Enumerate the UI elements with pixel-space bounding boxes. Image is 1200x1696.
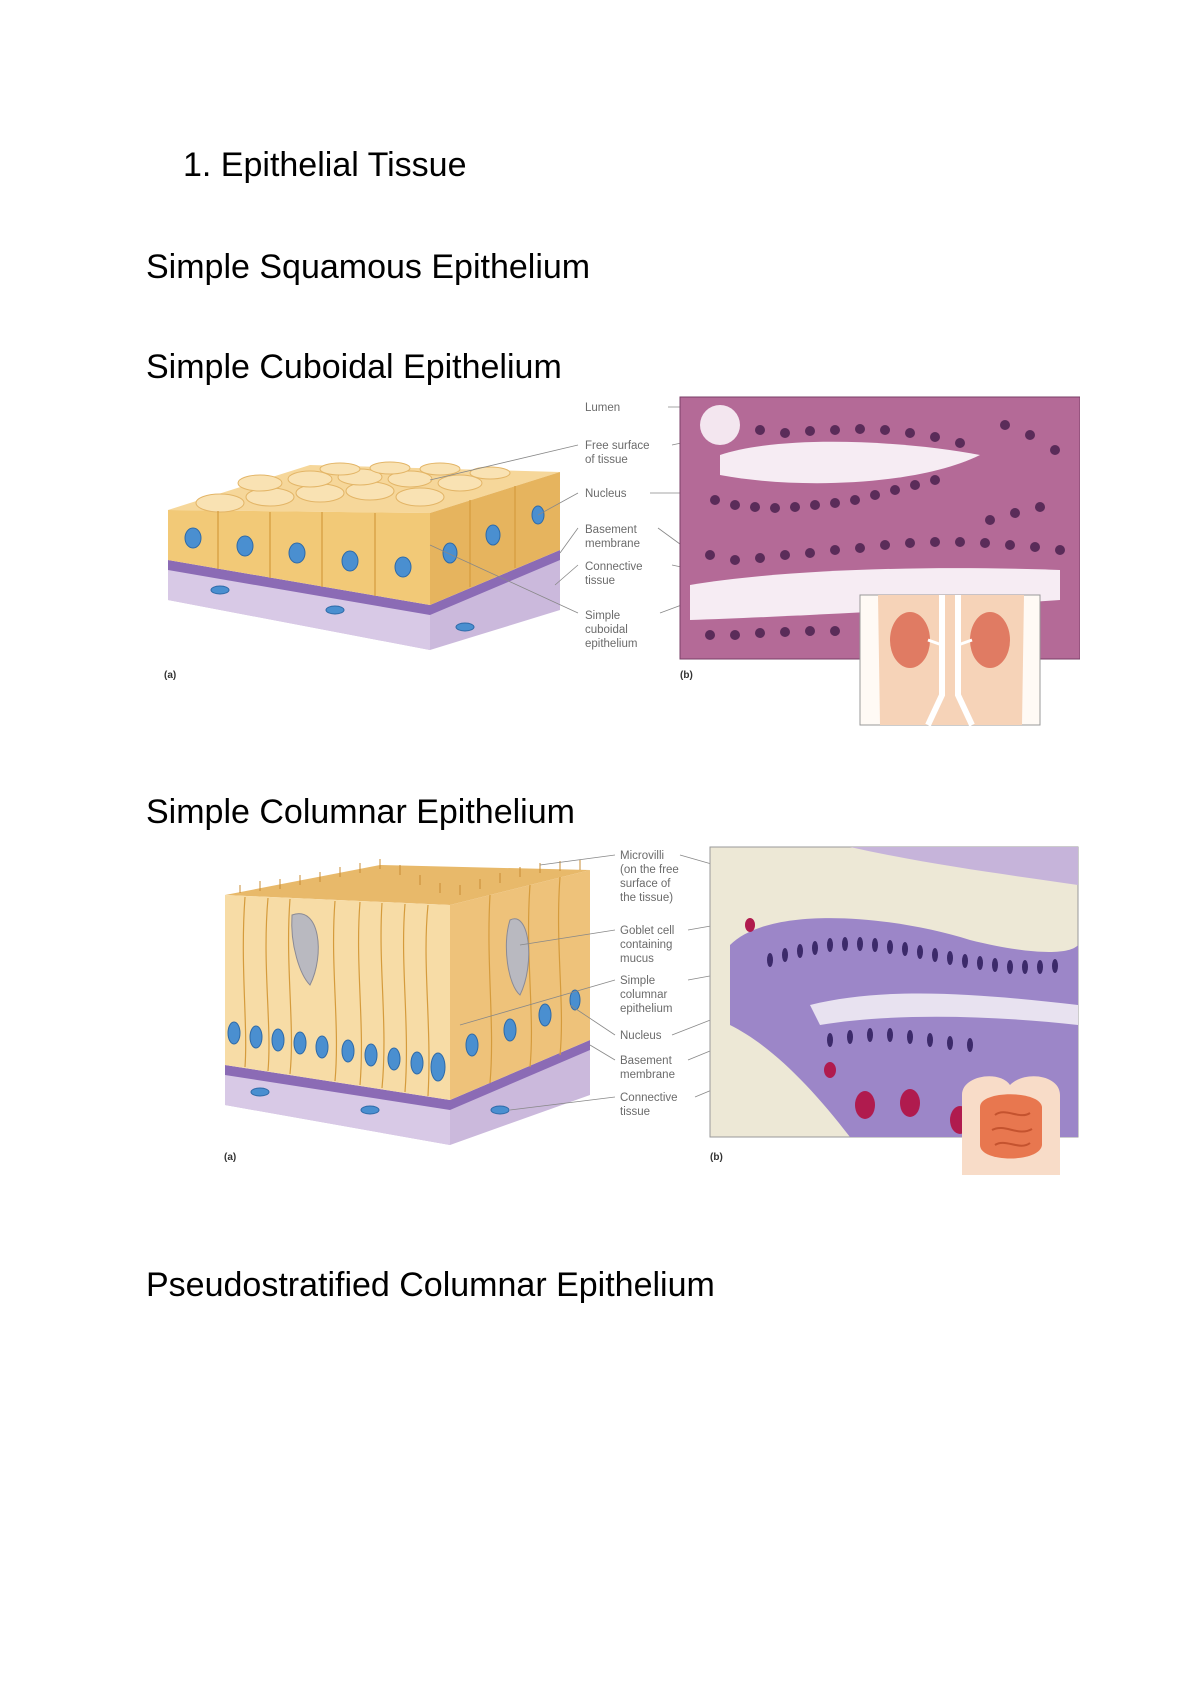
label-connective-tissue: Connective <box>585 561 643 573</box>
section-heading-pseudostratified: Pseudostratified Columnar Epithelium <box>146 1266 715 1304</box>
label-basement-membrane-columnar: Basement <box>620 1055 673 1067</box>
label-simple-cuboidal: Simple <box>585 610 620 622</box>
label-goblet-cell-2: containing <box>620 939 672 951</box>
columnar-micrograph <box>709 846 1079 1175</box>
section-heading-squamous: Simple Squamous Epithelium <box>146 248 591 286</box>
section-heading-cuboidal: Simple Cuboidal Epithelium <box>146 348 562 386</box>
label-lumen: Lumen <box>585 402 620 414</box>
label-microvilli-4: the tissue) <box>620 892 673 904</box>
cuboidal-diagram <box>168 461 560 650</box>
label-connective-tissue-2: tissue <box>585 575 615 587</box>
label-connective-tissue-columnar: Connective <box>620 1092 678 1104</box>
label-basement-membrane: Basement <box>585 524 638 536</box>
label-microvilli: Microvilli <box>620 850 664 862</box>
label-simple-columnar-2: columnar <box>620 989 667 1001</box>
label-goblet-cell-3: mucus <box>620 953 654 965</box>
label-simple-cuboidal-2: cuboidal <box>585 624 628 636</box>
label-free-surface: Free surface <box>585 440 650 452</box>
label-goblet-cell: Goblet cell <box>620 925 674 937</box>
label-simple-cuboidal-3: epithelium <box>585 638 637 650</box>
columnar-epithelium-figure: (a) Microvilli (on the free surface of t… <box>210 845 1080 1215</box>
columnar-labels: Microvilli (on the free surface of the t… <box>620 850 679 1118</box>
main-heading: 1. Epithelial Tissue <box>183 146 467 184</box>
cuboidal-epithelium-figure: (a) Lumen Free surface of tissue Nucleus… <box>160 395 1080 735</box>
panel-a-label: (a) <box>164 670 176 681</box>
panel-b-label: (b) <box>680 670 693 681</box>
label-simple-columnar: Simple <box>620 975 655 987</box>
label-nucleus: Nucleus <box>585 488 627 500</box>
panel-b-label-columnar: (b) <box>710 1152 723 1163</box>
kidney-locator-inset <box>859 594 1041 727</box>
label-free-surface-2: of tissue <box>585 454 628 466</box>
label-basement-membrane-2: membrane <box>585 538 640 550</box>
label-basement-membrane-columnar-2: membrane <box>620 1069 675 1081</box>
label-simple-columnar-3: epithelium <box>620 1003 672 1015</box>
columnar-diagram <box>225 859 590 1145</box>
cuboidal-labels: Lumen Free surface of tissue Nucleus Bas… <box>585 402 650 650</box>
label-connective-tissue-columnar-2: tissue <box>620 1106 650 1118</box>
cuboidal-micrograph <box>679 396 1080 727</box>
panel-a-label-columnar: (a) <box>224 1152 236 1163</box>
label-microvilli-3: surface of <box>620 878 671 890</box>
intestine-locator-inset <box>962 1076 1060 1175</box>
section-heading-columnar: Simple Columnar Epithelium <box>146 793 575 831</box>
label-microvilli-2: (on the free <box>620 864 679 876</box>
label-nucleus-columnar: Nucleus <box>620 1030 662 1042</box>
